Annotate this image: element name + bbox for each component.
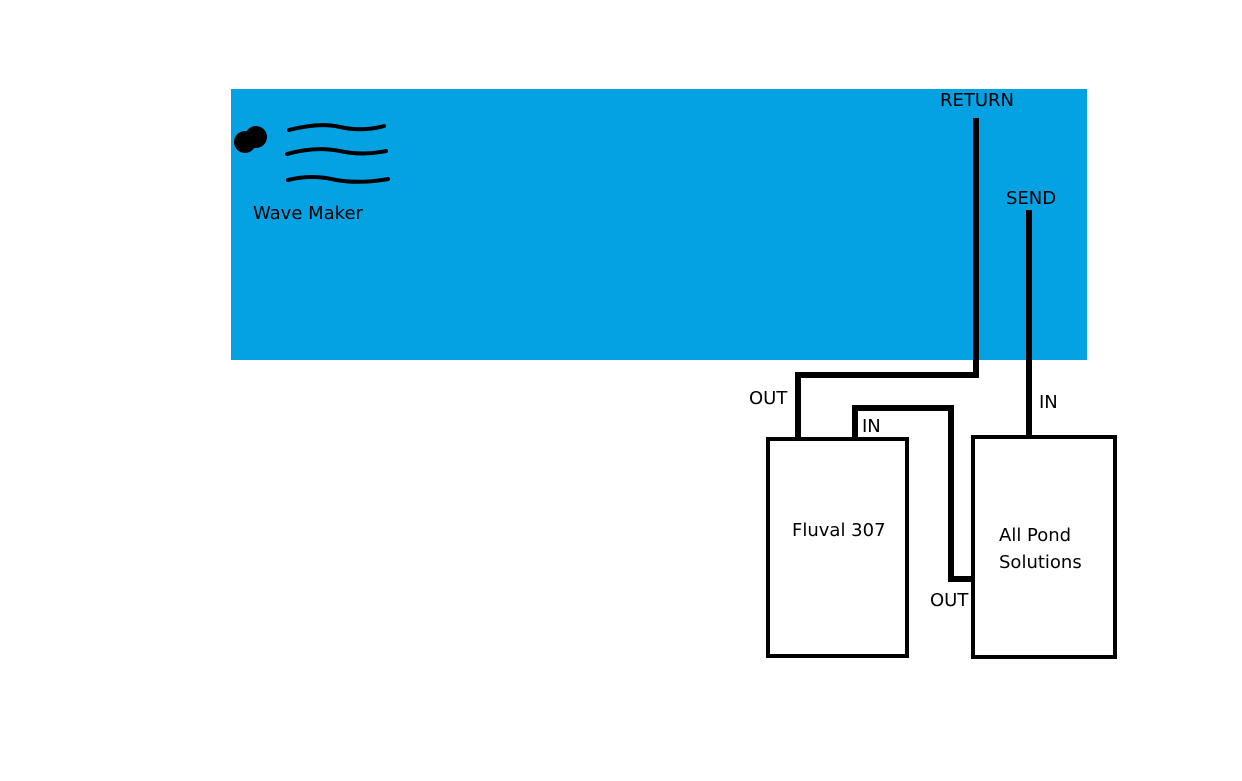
pond-filter-name-line1: All Pond bbox=[999, 525, 1071, 546]
fluval-name: Fluval 307 bbox=[792, 520, 886, 541]
transfer-pipe bbox=[852, 405, 974, 582]
wave-maker-icon bbox=[234, 123, 390, 184]
return-label: RETURN bbox=[940, 90, 1014, 111]
aquarium-tank bbox=[231, 89, 1087, 360]
pond-filter-out-label: OUT bbox=[930, 590, 969, 611]
pond-filter-name-line2: Solutions bbox=[999, 552, 1082, 573]
fluval-307-filter bbox=[766, 437, 909, 658]
send-label: SEND bbox=[1006, 188, 1056, 209]
all-pond-solutions-filter bbox=[971, 435, 1117, 659]
return-pipe bbox=[795, 118, 979, 439]
wave-maker-label: Wave Maker bbox=[253, 203, 364, 224]
pond-filter-in-label: IN bbox=[1039, 392, 1058, 413]
fluval-out-label: OUT bbox=[749, 388, 788, 409]
fluval-in-label: IN bbox=[862, 416, 881, 437]
